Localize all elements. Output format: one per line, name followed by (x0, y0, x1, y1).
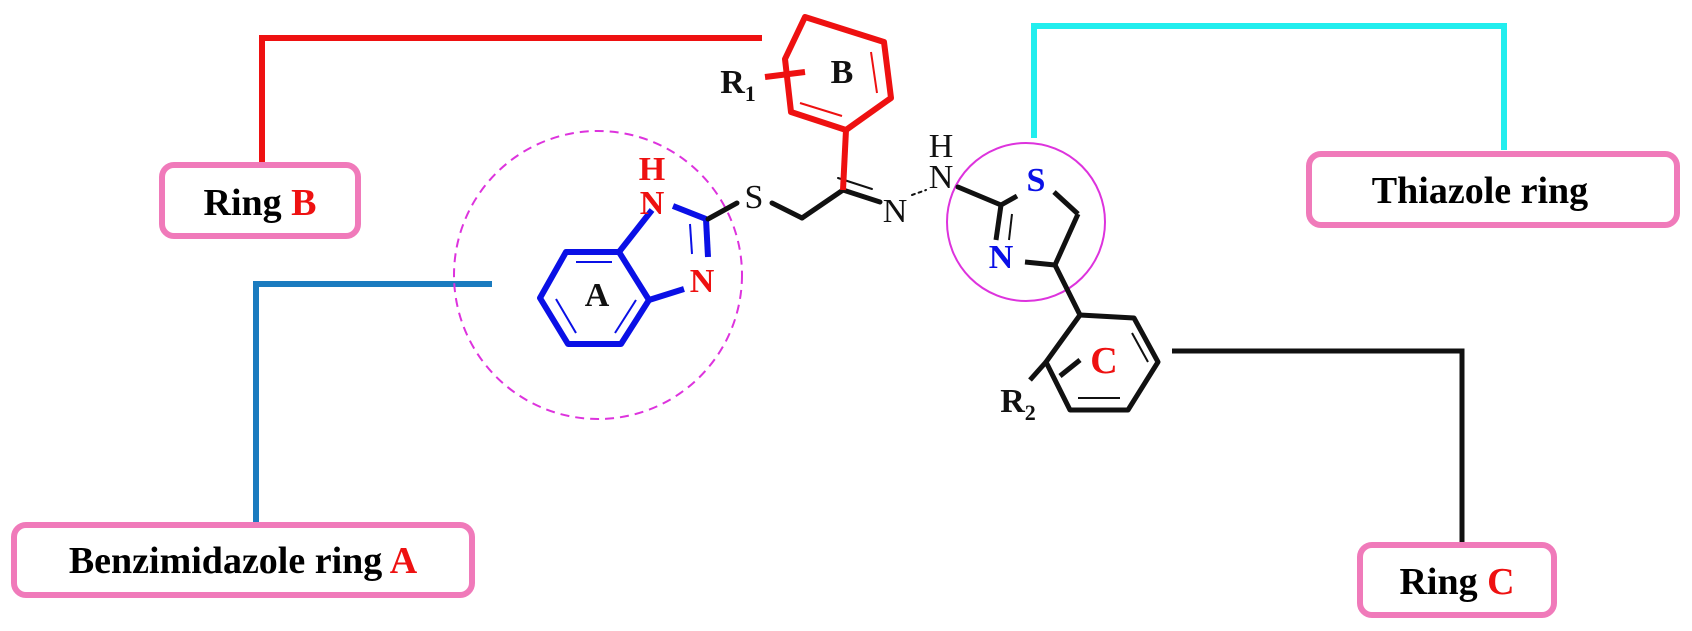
label-box-ring-b (159, 162, 361, 239)
atom-n-imine: N (883, 193, 908, 230)
atom-n-nh: N (929, 159, 954, 196)
label-benzimidazole: Benzimidazole ring A (69, 540, 418, 582)
atom-h-benzimidazole: H (639, 151, 665, 188)
leader-thiazole (1031, 23, 1507, 150)
leader-ring-c (1172, 348, 1465, 542)
thiazole-structure (993, 190, 1081, 268)
ring-a-letter: A (585, 277, 610, 314)
atom-s-thiazole: S (1027, 162, 1046, 199)
ring-c-letter: C (1090, 340, 1117, 382)
atom-s-linker: S (745, 179, 764, 216)
leader-ring-b (259, 35, 762, 162)
label-thiazole: Thiazole ring (1372, 170, 1588, 212)
thiazole-inner-bond (1008, 213, 1013, 241)
leader-benzimidazole (253, 281, 492, 525)
label-ring-b: Ring B (204, 182, 317, 224)
ring-b-structure (764, 14, 894, 191)
highlight-thiazole (946, 142, 1106, 302)
atom-n-benzimidazole-bottom: N (690, 263, 715, 300)
substituent-r1: R1 (720, 64, 756, 106)
substituent-r2: R2 (1000, 383, 1036, 425)
highlight-benzimidazole (453, 130, 743, 420)
atom-n-benzimidazole-top: N (640, 185, 665, 222)
atom-n-thiazole: N (989, 239, 1014, 276)
atom-h-nh: H (929, 128, 954, 165)
label-ring-c: Ring C (1399, 561, 1514, 603)
label-box-benzimidazole (11, 522, 475, 598)
benzimidazole-structure (537, 203, 711, 347)
ring-b-inner-bonds (799, 51, 878, 117)
label-box-thiazole (1306, 151, 1680, 228)
benzimidazole-inner-bonds (555, 223, 693, 334)
ring-c-inner-bonds (1078, 332, 1149, 399)
ring-c-structure (1028, 263, 1161, 413)
ring-b-letter: B (831, 54, 854, 91)
label-box-ring-c (1357, 542, 1557, 618)
